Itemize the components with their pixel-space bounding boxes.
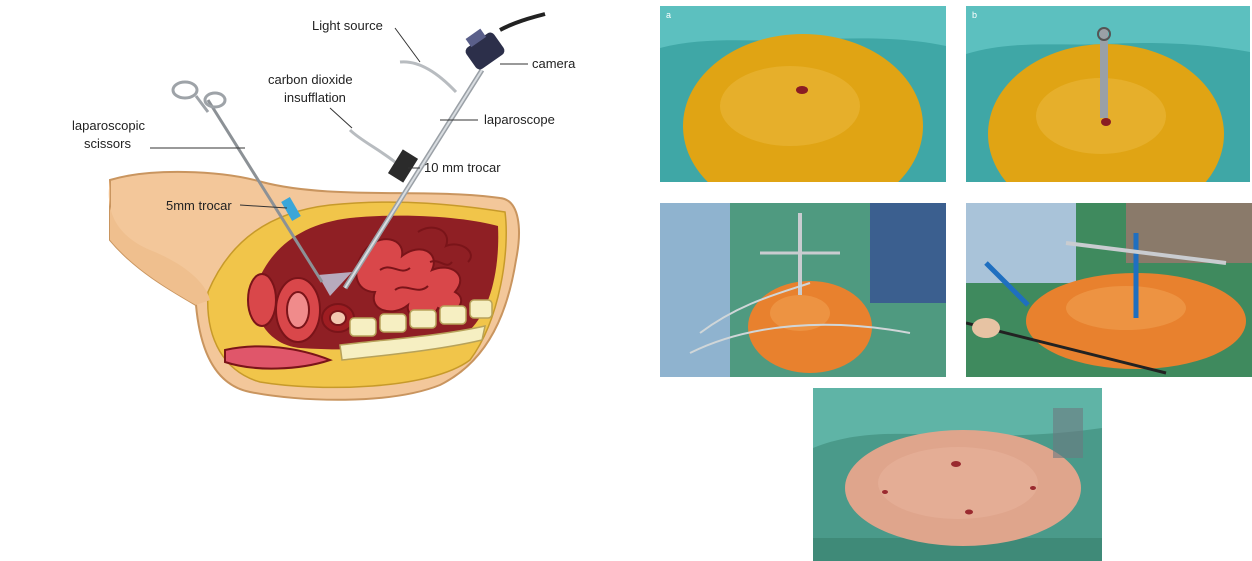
laparoscopy-illustration: Light source camera carbon dioxide insuf… (0, 0, 660, 561)
label-scissors-line1: laparoscopic (72, 118, 145, 133)
photo-trocar-insertion: b (966, 6, 1250, 182)
label-co2-line2: insufflation (284, 90, 346, 105)
panel-letter-a: a (666, 10, 671, 20)
scissors-icon (173, 82, 225, 112)
label-co2-line1: carbon dioxide (268, 72, 353, 87)
photo-umbilical-incision: a (660, 6, 946, 182)
label-scissors-line2: scissors (84, 136, 131, 151)
panel-letter-b: b (972, 10, 977, 20)
photo-instruments-in-place (660, 203, 946, 377)
label-10mm-trocar: 10 mm trocar (424, 160, 501, 175)
label-camera: camera (532, 56, 576, 71)
label-5mm-trocar: 5mm trocar (166, 198, 232, 213)
light-source-cable (400, 62, 456, 92)
photo-closed-incisions (813, 388, 1102, 561)
co2-tubing (350, 130, 395, 162)
label-light-source: Light source (312, 18, 383, 33)
photo-multiple-trocars (966, 203, 1252, 377)
label-laparoscope: laparoscope (484, 112, 555, 127)
